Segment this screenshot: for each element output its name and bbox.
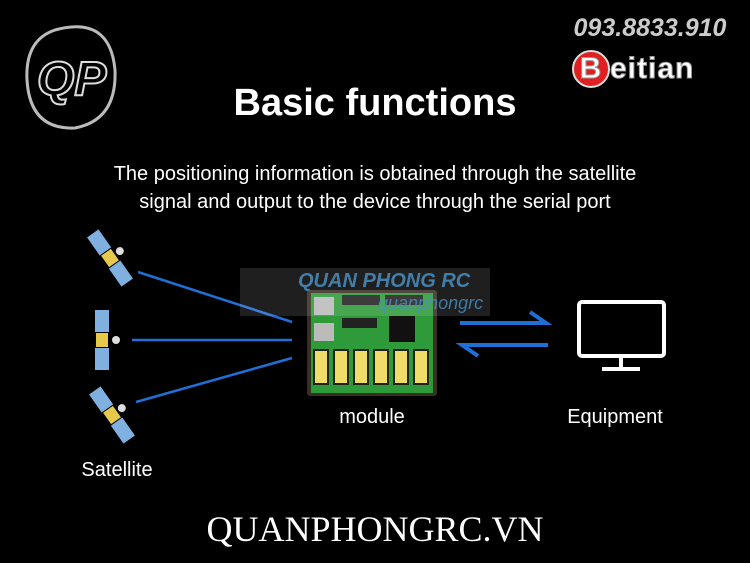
module-board — [307, 290, 437, 396]
description-line: The positioning information is obtained … — [113, 163, 637, 185]
phone-number: 093.8833.910 — [573, 14, 727, 42]
bidirectional-arrow-icon — [455, 310, 553, 358]
quan-phong-logo: QP — [25, 25, 117, 130]
equipment-label: Equipment — [567, 406, 663, 428]
watermark-subtext: quanphongrc — [378, 293, 484, 313]
watermark-text: QUAN PHONG RC — [298, 270, 471, 292]
signal-lines — [132, 270, 293, 404]
watermark-band — [240, 268, 490, 316]
description: The positioning information is obtained … — [0, 160, 750, 216]
satellite-icon — [89, 386, 135, 444]
satellite-label: Satellite — [81, 459, 153, 481]
satellite-icon — [95, 310, 120, 370]
monitor-icon — [577, 300, 666, 371]
description-line: signal and output to the device through … — [139, 191, 611, 213]
module-label: module — [339, 406, 405, 428]
footer-website: QUANPHONGRC.VN — [206, 509, 544, 549]
svg-text:QP: QP — [37, 53, 107, 106]
satellite-icon — [87, 229, 133, 287]
page-title: Basic functions — [233, 82, 517, 124]
